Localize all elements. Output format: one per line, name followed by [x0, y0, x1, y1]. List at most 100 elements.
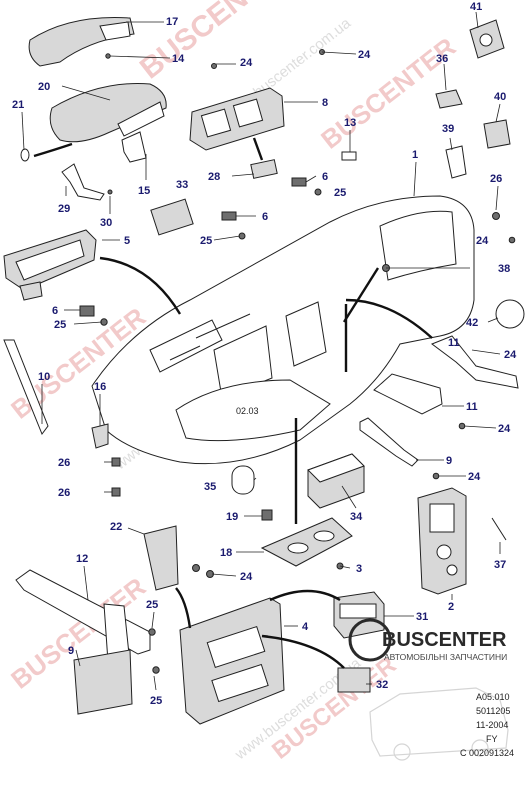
- assembly-arrows: [33, 137, 433, 669]
- callout-8: 8: [322, 97, 328, 109]
- callout-42: 42: [466, 317, 478, 329]
- callout-6-top: 6: [322, 171, 328, 183]
- callout-36: 24: [240, 571, 253, 583]
- callout-30: 32: [376, 679, 388, 691]
- part-9-strip: [3, 339, 49, 436]
- arrow-39: [342, 267, 380, 323]
- callout-24-right-b: 24: [504, 349, 517, 361]
- callout-29: 30: [100, 217, 112, 229]
- callout-25-lower-b: 25: [150, 695, 162, 707]
- ref-line-4: FY: [486, 734, 498, 744]
- part-24-screw-right-c: [432, 472, 440, 480]
- part-29-screw: [107, 189, 113, 195]
- callout-26-left-b: 26: [58, 487, 70, 499]
- logo-tagline: АВТОМОБІЛЬНІ ЗАПЧАСТИНИ: [384, 652, 507, 662]
- part-21-clip: [261, 509, 273, 521]
- part-5-storage-tray: [3, 229, 97, 301]
- callout-7: 9: [68, 645, 74, 657]
- callout-37: 35: [204, 481, 216, 493]
- callout-25-mid: 25: [200, 235, 212, 247]
- logo-ring-icon: [348, 618, 392, 662]
- callout-41: 41: [470, 1, 482, 13]
- callout-14: 12: [76, 553, 88, 565]
- part-40-bracket: [445, 145, 467, 179]
- callout-24-top-b: 24: [358, 49, 371, 61]
- callout-19: 17: [166, 16, 178, 28]
- arrow-20: [175, 587, 192, 629]
- callout-10: 9: [446, 455, 452, 467]
- callout-33: 34: [350, 511, 363, 523]
- arrow-31: [269, 589, 341, 602]
- callout-24-right-c: 24: [498, 423, 511, 435]
- arrow-8: [252, 137, 264, 161]
- callout-32: 33: [176, 179, 188, 191]
- part-42-ring: [495, 299, 525, 329]
- part-25-screw-lower-b: [152, 666, 160, 674]
- callout-27: 28: [208, 171, 220, 183]
- part-1-dashboard: 02.03: [91, 195, 475, 465]
- part-2-switch-panel: [417, 487, 467, 595]
- part-33-box: [307, 453, 365, 509]
- callout-16: 14: [172, 53, 185, 65]
- callout-26-left-a: 26: [58, 457, 70, 469]
- callout-1: 1: [412, 149, 418, 161]
- part-6-clip-mid: [221, 211, 237, 221]
- part-4-center-console: [179, 597, 285, 725]
- part-14-crossbeam: [15, 569, 151, 665]
- part-23-cap: [20, 148, 30, 162]
- arrow-5: [99, 256, 182, 315]
- callout-20: 22: [110, 521, 122, 533]
- callout-9: 10: [38, 371, 50, 383]
- part-18-cupholder: [260, 517, 353, 567]
- callout-23: 21: [12, 99, 24, 111]
- part-13-bracket: [121, 131, 147, 163]
- part-26-bolt-left-a: [104, 457, 121, 467]
- callout-34: 36: [436, 53, 448, 65]
- part-26-bolt-right: [492, 212, 500, 220]
- part-25-screw-lower-a: [148, 628, 156, 636]
- part-7-cover: [73, 649, 133, 715]
- part-6-clip-left: [79, 305, 95, 317]
- logo-brand: BUSCENTER: [382, 629, 507, 651]
- callout-22: 20: [38, 81, 50, 93]
- callout-40: 39: [442, 123, 454, 135]
- part-24-screw-right-b: [458, 422, 466, 430]
- callout-24-right-a: 24: [476, 235, 489, 247]
- part-26-bolt-left-b: [104, 487, 121, 497]
- part-10-bracket: [359, 417, 419, 467]
- callout-17: 16: [94, 381, 106, 393]
- callout-15: 13: [344, 117, 356, 129]
- part-31-unit: [333, 591, 385, 639]
- part-24-screw-right-a: [508, 236, 516, 244]
- part-41-bracket: [469, 19, 505, 59]
- leader-lines: [21, 11, 501, 691]
- part-12-bracket: [430, 335, 519, 389]
- part-8-instrument-cluster: [189, 87, 285, 151]
- callout-12: 11: [448, 337, 460, 349]
- part-17-panel: [91, 423, 109, 449]
- part-19-upper-cover: [28, 17, 135, 67]
- part-30-plate: [337, 667, 371, 693]
- reference-block: A05.010 5011205 11-2004 FY C 002091324: [460, 692, 514, 758]
- ref-line-3: 11-2004: [476, 720, 508, 730]
- callout-28: 29: [58, 203, 70, 215]
- arrow-23: [33, 142, 73, 158]
- callout-5: 5: [124, 235, 130, 247]
- callout-24-right-d: 24: [468, 471, 481, 483]
- part-24-screw-a: [211, 63, 217, 69]
- ref-line-5: C 002091324: [460, 748, 514, 758]
- part-36-screw: [192, 564, 214, 578]
- part-34-grommet: [435, 89, 463, 109]
- ref-line-2: 5011205: [476, 706, 510, 716]
- part-16-clip: [105, 53, 111, 59]
- part-11-duct: [373, 373, 443, 415]
- center-stamp: 02.03: [236, 406, 259, 416]
- callout-25-top: 25: [334, 187, 346, 199]
- part-28-bracket: [61, 163, 105, 201]
- callout-labels: 17 14 24 24 20 8 21 15 29 30 28 6 25 33 …: [12, 1, 517, 707]
- callout-26-right: 26: [490, 173, 502, 185]
- callout-2: 2: [448, 601, 454, 613]
- callout-35: 37: [494, 559, 506, 571]
- part-25-screw-top: [314, 188, 322, 196]
